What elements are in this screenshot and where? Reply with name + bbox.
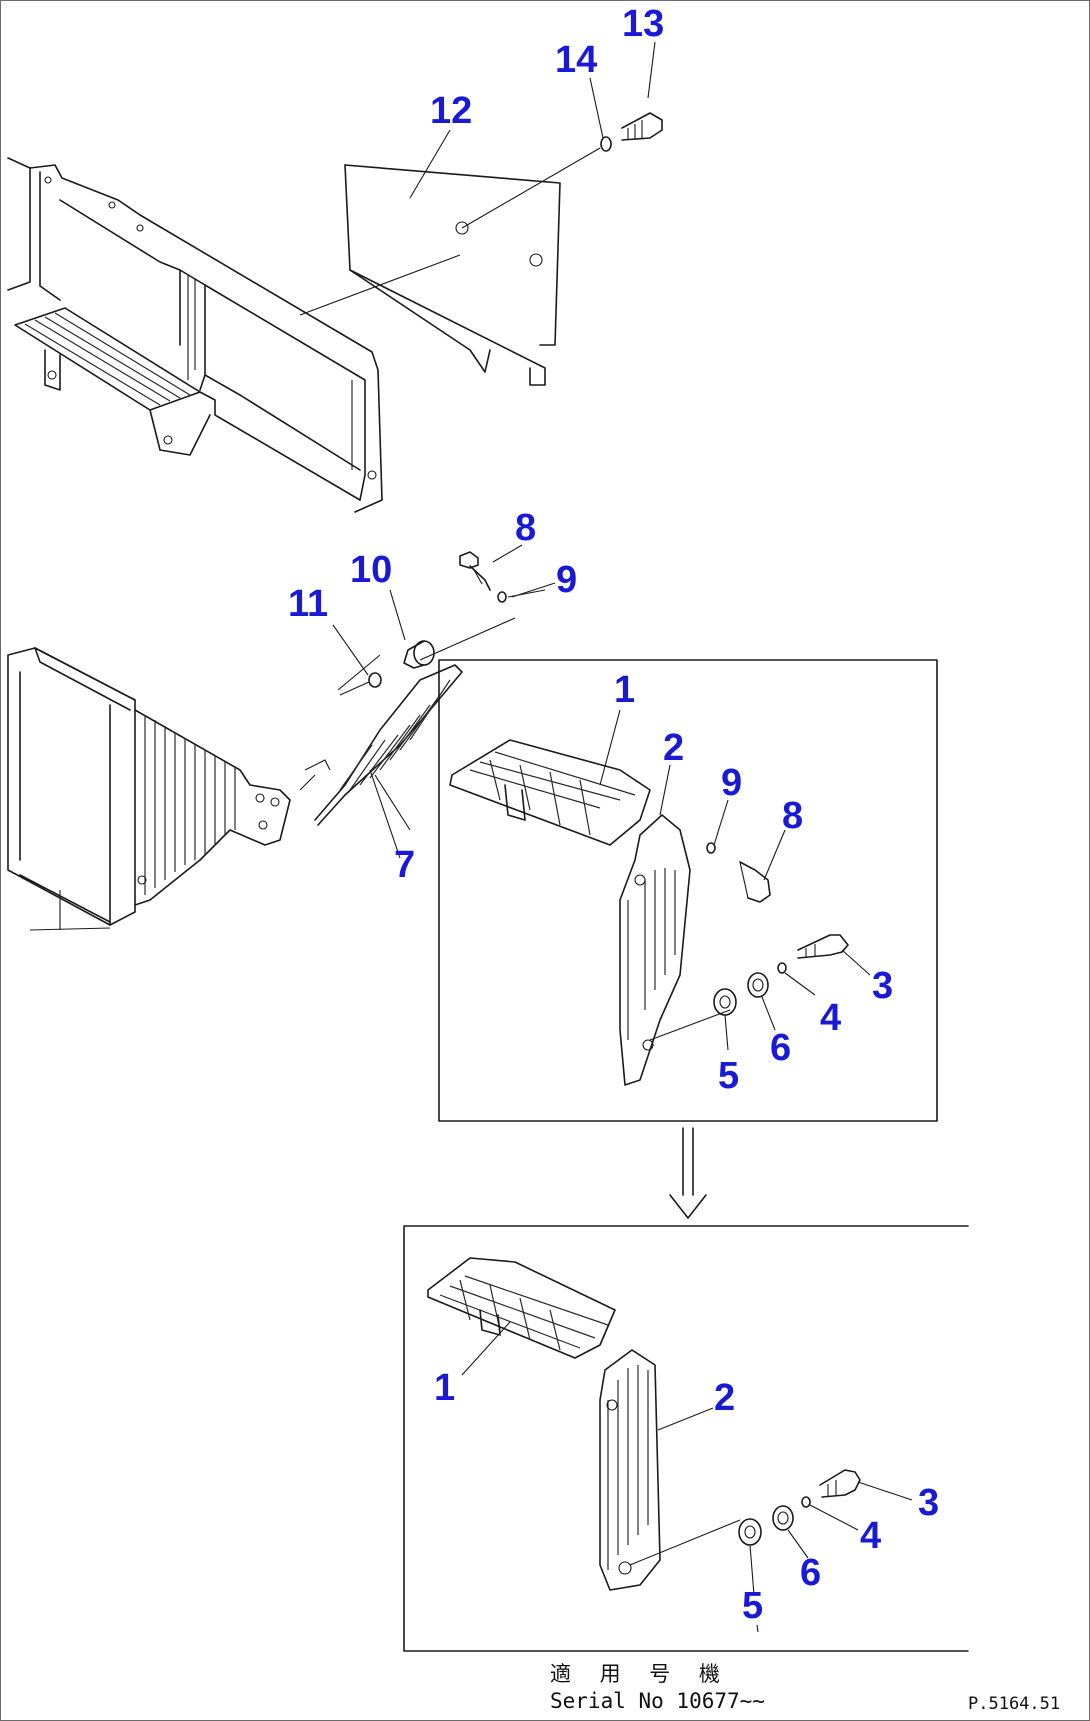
washer-part-4-detail-b: [801, 1496, 811, 1508]
callout-labels: 13 14 12 8 9 10 11 7 1 2 9 8 3 4 6 5 1 2…: [288, 3, 939, 1627]
callout-1-detail-a: 1: [614, 669, 635, 711]
bushing-part-10: [403, 640, 435, 669]
callout-9-detail-a: 9: [721, 762, 742, 804]
spacer-part-5-detail-b: [738, 1518, 762, 1546]
middle-frame-assembly: [7, 647, 291, 931]
drawing-code: P.5164.51: [968, 1694, 1061, 1714]
bracket-part-2-detail-b: [599, 1349, 741, 1591]
top-frame-assembly: [7, 157, 461, 513]
callout-1-detail-b: 1: [434, 1367, 455, 1409]
washer-part-9-middle: [497, 589, 546, 603]
callout-8-detail-a: 8: [782, 795, 803, 837]
bolt-part-3-detail-a: [797, 934, 849, 959]
callout-14: 14: [555, 39, 597, 81]
callout-5-detail-a: 5: [718, 1055, 739, 1097]
bolt-part-3-detail-b: [819, 1469, 861, 1498]
callout-8-middle: 8: [515, 507, 536, 549]
callout-11: 11: [288, 583, 328, 625]
callout-3-detail-b: 3: [918, 1482, 939, 1524]
detail-box-before: [438, 659, 938, 1122]
bolt-part-8-detail-a: [739, 861, 771, 903]
callout-4-detail-b: 4: [860, 1515, 881, 1557]
callout-5-detail-b: 5: [742, 1585, 763, 1627]
callout-2-detail-b: 2: [714, 1377, 735, 1419]
plate-part-7: [299, 617, 516, 859]
applicability-label-ja: 適 用 号 機: [550, 1662, 728, 1686]
detail-box-after: [403, 1225, 969, 1652]
callout-7: 7: [394, 844, 415, 886]
callout-4-detail-a: 4: [820, 997, 841, 1039]
step-grating-part-1-detail-b: [427, 1257, 616, 1359]
washer-part-9-detail-a: [706, 842, 716, 854]
callout-10: 10: [350, 549, 392, 591]
washer-part-14: [600, 136, 612, 152]
bracket-part-2-detail-a: [619, 814, 731, 1086]
callout-6-detail-b: 6: [800, 1552, 821, 1594]
callout-9-middle: 9: [556, 559, 577, 601]
bolt-part-13: [621, 112, 663, 141]
leader-lines: [332, 41, 913, 1633]
callout-2-detail-a: 2: [663, 727, 684, 769]
bolt-part-8-middle: [459, 551, 491, 591]
nut-part-6-detail-a: [747, 972, 769, 998]
cover-plate-part-12: [344, 147, 601, 386]
callout-12: 12: [430, 90, 472, 132]
step-grating-part-1-detail-a: [449, 739, 651, 846]
down-arrow-icon: [669, 1127, 707, 1219]
washer-part-4-detail-a: [777, 962, 787, 974]
serial-number-label: Serial No 10677~~: [550, 1689, 765, 1713]
washer-part-11: [339, 672, 382, 696]
callout-6-detail-a: 6: [770, 1027, 791, 1069]
nut-part-6-detail-b: [772, 1505, 794, 1531]
callout-3-detail-a: 3: [872, 965, 893, 1007]
spacer-part-5-detail-a: [713, 988, 737, 1016]
callout-13: 13: [622, 3, 664, 45]
